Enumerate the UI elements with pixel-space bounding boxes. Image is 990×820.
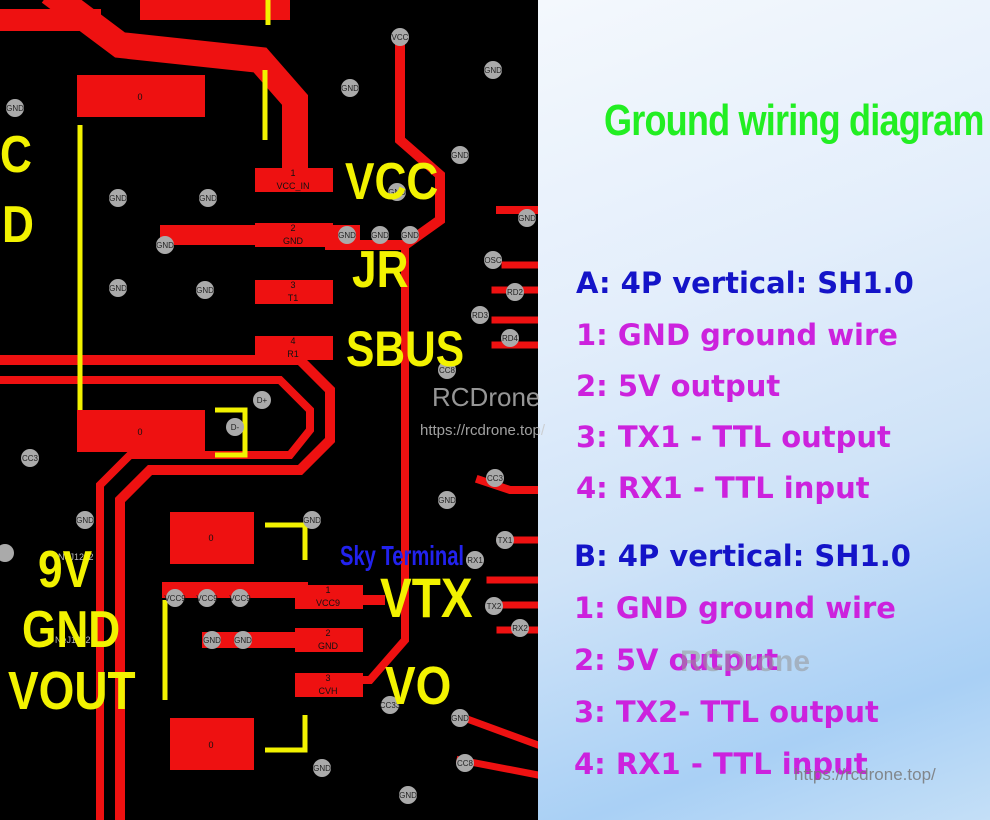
pcb-layout: VCC GND GND GND GND GND GND GND GND GND … — [0, 0, 538, 820]
legend-panel: Ground wiring diagram A: 4P vertical: SH… — [538, 0, 990, 820]
via-labels: VCC GND GND GND GND GND GND GND GND GND … — [6, 33, 536, 800]
label-vcc: VCC — [345, 153, 439, 211]
pad-cvh: CVH — [318, 686, 337, 696]
pad-num-4: 4 — [290, 336, 295, 346]
via-label-cc8: CC8 — [439, 366, 456, 375]
via-label-vcc: VCC — [392, 33, 409, 42]
section-b-header: B: 4P vertical: SH1.0 — [574, 539, 911, 573]
via-label-gnd: GND — [234, 636, 252, 645]
via-label-gnd: GND — [451, 151, 469, 160]
label-vout: VOUT — [8, 661, 136, 721]
via-label-gnd: GND — [6, 104, 24, 113]
label-gnd: GND — [22, 601, 121, 659]
label-sbus: SBUS — [346, 321, 465, 377]
pad-vcc-in: VCC_IN — [276, 181, 309, 191]
section-a-item-1: 1: GND ground wire — [576, 318, 898, 352]
via-label-gnd: GND — [438, 496, 456, 505]
label-sky-terminal: Sky Terminal — [340, 540, 465, 571]
pad-num-1: 1 — [325, 585, 330, 595]
ref-label-nej12j2: NeJ12J2 — [58, 552, 94, 562]
via-label-vcc9: VCC9 — [229, 594, 251, 603]
via-label-gnd: GND — [371, 231, 389, 240]
via-label-gnd: GND — [388, 188, 406, 197]
watermark-brand: RCDrone — [680, 645, 811, 678]
via-label-gnd: GND — [199, 194, 217, 203]
pad-gnd-b: GND — [318, 641, 339, 651]
via-label-rd3: RD3 — [472, 311, 489, 320]
pad-labels: 0 0 0 0 1 VCC_IN 2 GND 3 T1 4 R1 1 VCC9 … — [137, 92, 340, 750]
via-label-tx1: TX1 — [498, 536, 513, 545]
via-label-gnd: GND — [76, 516, 94, 525]
section-a-header: A: 4P vertical: SH1.0 — [576, 266, 914, 300]
via-label-cc8: CC8 — [457, 759, 474, 768]
via-label-vcc9: VCC9 — [196, 594, 218, 603]
via-label-vcc9: VCC9 — [164, 594, 186, 603]
ref-label-nej12j2: NeJ12J2 — [55, 635, 91, 645]
via-label-osc: OSC — [484, 256, 502, 265]
via-label-gnd: GND — [196, 286, 214, 295]
pad-t1: T1 — [288, 293, 299, 303]
via-label-gnd: GND — [109, 194, 127, 203]
pad-zero: 0 — [137, 92, 142, 102]
diagram-title: Ground wiring diagram — [604, 96, 985, 145]
label-vtx: VTX — [380, 566, 473, 629]
pcb-vias — [0, 28, 536, 804]
pad-num-2: 2 — [325, 628, 330, 638]
via-label-rx1: RX1 — [467, 556, 483, 565]
pad-num-2: 2 — [290, 223, 295, 233]
section-a-item-3: 3: TX1 - TTL output — [576, 420, 891, 454]
pad-num-3: 3 — [290, 280, 295, 290]
via-label-gnd: GND — [518, 214, 536, 223]
section-b-item-3: 3: TX2- TTL output — [574, 695, 879, 729]
label-jr: JR — [352, 241, 409, 299]
section-a-item-4: 4: RX1 - TTL input — [576, 471, 870, 505]
pad-gnd: GND — [283, 236, 304, 246]
watermark-url: https://rcdrone.top/ — [794, 765, 936, 784]
via-label-gnd: GND — [338, 231, 356, 240]
section-b-item-4: 4: RX1 - TTL input — [574, 747, 868, 781]
watermark-brand: RCDrone — [432, 382, 541, 412]
via-label-dminus: D- — [231, 423, 240, 432]
pad-vcc9: VCC9 — [316, 598, 340, 608]
via-label-gnd: GND — [484, 66, 502, 75]
label-9v: 9V — [38, 541, 93, 599]
via-label-gnd: GND — [341, 84, 359, 93]
via-label-rd4: RD4 — [502, 334, 519, 343]
via-label-gnd: GND — [399, 791, 417, 800]
pad-num-3: 3 — [325, 673, 330, 683]
pad-zero: 0 — [208, 533, 213, 543]
via-label-tx2: TX2 — [487, 602, 502, 611]
section-b-item-2: 2: 5V output — [574, 643, 779, 677]
label-d: D — [2, 196, 34, 254]
via-label-gnd: GND — [401, 231, 419, 240]
pcb-artwork: VCC GND GND GND GND GND GND GND GND GND … — [0, 0, 538, 820]
via-label-rd2: RD2 — [507, 288, 524, 297]
via-label-gnd: GND — [451, 714, 469, 723]
via-label-gnd: GND — [313, 764, 331, 773]
via-label-cc3: CC3 — [487, 474, 504, 483]
via-label-gnd: GND — [203, 636, 221, 645]
section-a-item-2: 2: 5V output — [576, 369, 781, 403]
watermark-url: https://rcdrone.top/ — [420, 422, 546, 439]
pcb-pads — [77, 75, 363, 770]
ref-labels: NeJ12J2 NeJ12J2 — [55, 552, 94, 645]
section-b-item-1: 1: GND ground wire — [574, 591, 896, 625]
pad-zero: 0 — [208, 740, 213, 750]
via-label-dplus: D+ — [257, 396, 268, 405]
via-label-gnd: GND — [156, 241, 174, 250]
via-label-gnd: GND — [303, 516, 321, 525]
pad-zero: 0 — [137, 427, 142, 437]
label-vo: VO — [385, 656, 452, 716]
via-label-cc3: CC3 — [22, 454, 39, 463]
via-label-gnd: GND — [109, 284, 127, 293]
pad-r1: R1 — [287, 349, 299, 359]
silkscreen-outlines — [77, 0, 308, 753]
via-label-rx2: RX2 — [512, 624, 528, 633]
pad-num-1: 1 — [290, 168, 295, 178]
label-c: C — [0, 126, 32, 184]
via-label-cc33: CC33 — [380, 701, 401, 710]
